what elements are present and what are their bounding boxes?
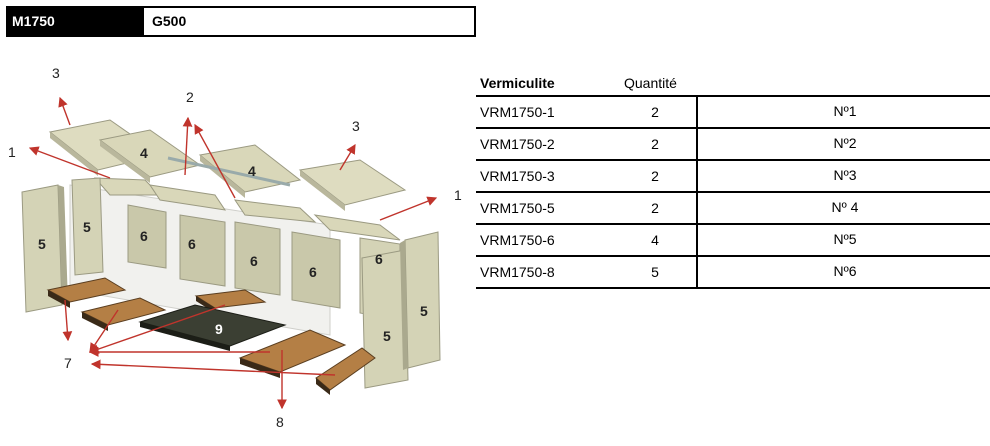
part-ref: VRM1750-5 <box>480 200 555 216</box>
table-row: VRM1750-6 4 Nº5 <box>476 225 990 257</box>
callout-7: 7 <box>64 355 72 371</box>
part-qty: 2 <box>651 104 659 120</box>
callout-3-left: 3 <box>52 65 60 81</box>
table-row: VRM1750-5 2 Nº 4 <box>476 193 990 225</box>
panel-label-5-c: 5 <box>383 328 391 344</box>
header-material: Vermiculite <box>480 75 555 91</box>
part-ref: VRM1750-6 <box>480 232 555 248</box>
side-wall-5-inner-left <box>71 177 104 276</box>
part-ref: VRM1750-2 <box>480 136 555 152</box>
callout-8: 8 <box>276 414 284 430</box>
part-ref: VRM1750-1 <box>480 104 555 120</box>
part-number: Nº1 <box>696 97 990 127</box>
part-number: Nº5 <box>696 225 990 255</box>
side-wall-5-inner-right <box>361 249 409 389</box>
back-panel-6-b <box>179 214 226 287</box>
back-panel-6-c <box>234 221 281 296</box>
panel-label-4-right: 4 <box>248 163 256 179</box>
model-code: G500 <box>144 8 474 35</box>
part-qty: 2 <box>651 168 659 184</box>
panel-label-6-e: 6 <box>375 251 383 267</box>
table-row: VRM1750-3 2 Nº3 <box>476 161 990 193</box>
panel-label-5-b: 5 <box>83 219 91 235</box>
table-row: VRM1750-8 5 Nº6 <box>476 257 990 289</box>
parts-table: Vermiculite Quantité VRM1750-1 2 Nº1 VRM… <box>476 70 990 289</box>
panel-label-5-a: 5 <box>38 236 46 252</box>
panel-label-5-d: 5 <box>420 303 428 319</box>
panel-label-4-left: 4 <box>140 145 148 161</box>
callout-1-left: 1 <box>8 144 16 160</box>
panel-label-9: 9 <box>215 321 223 337</box>
part-number: Nº3 <box>696 161 990 191</box>
part-qty: 2 <box>651 136 659 152</box>
part-qty: 2 <box>651 200 659 216</box>
panel-label-6-d: 6 <box>309 264 317 280</box>
floor-bricks <box>46 277 376 395</box>
baffle-2 <box>148 184 227 211</box>
part-ref: VRM1750-8 <box>480 264 555 280</box>
callout-3-right: 3 <box>352 118 360 134</box>
model-number: M1750 <box>8 8 144 35</box>
side-wall-5-outer-right <box>404 231 441 369</box>
part-qty: 4 <box>651 232 659 248</box>
baffle-4 <box>313 214 401 241</box>
part-qty: 5 <box>651 264 659 280</box>
table-row: VRM1750-1 2 Nº1 <box>476 97 990 129</box>
top-panel-right-3 <box>298 159 407 206</box>
part-number: Nº 4 <box>696 193 990 223</box>
callout-1-right: 1 <box>454 187 462 203</box>
exploded-diagram: 3 2 3 1 1 7 8 4 4 5 5 6 6 6 6 6 9 5 5 <box>8 65 462 430</box>
back-panel-6-d <box>291 231 341 309</box>
model-header: M1750 G500 <box>6 6 476 37</box>
header-quantity: Quantité <box>624 75 677 91</box>
table-row: VRM1750-2 2 Nº2 <box>476 129 990 161</box>
panel-label-6-b: 6 <box>188 236 196 252</box>
part-number: Nº2 <box>696 129 990 159</box>
baffle-3 <box>233 199 317 223</box>
parts-table-header: Vermiculite Quantité <box>476 70 990 97</box>
back-panel-6-a <box>127 204 167 269</box>
panel-label-6-c: 6 <box>250 253 258 269</box>
callout-2: 2 <box>186 89 194 105</box>
part-ref: VRM1750-3 <box>480 168 555 184</box>
part-number: Nº6 <box>696 257 990 287</box>
panel-label-6-a: 6 <box>140 228 148 244</box>
